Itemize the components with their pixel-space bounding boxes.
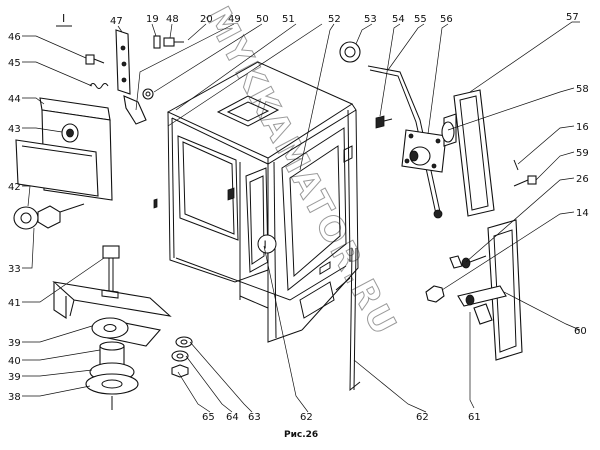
label-64: 64 bbox=[226, 412, 239, 423]
label-42: 42 bbox=[8, 182, 21, 193]
watermark: MYKKAMATOR.RU bbox=[197, 0, 405, 343]
bolt-54 bbox=[375, 115, 393, 129]
label-40: 40 bbox=[8, 356, 21, 367]
nut-14 bbox=[425, 285, 445, 303]
label-45: 45 bbox=[8, 58, 21, 69]
label-20: 20 bbox=[200, 14, 213, 25]
hinge-47 bbox=[115, 29, 147, 125]
callout-letter: I bbox=[264, 239, 267, 252]
label-48: 48 bbox=[166, 14, 179, 25]
label-53: 53 bbox=[364, 14, 377, 25]
label-46: 46 bbox=[8, 32, 21, 43]
label-56: 56 bbox=[440, 14, 453, 25]
watermark-text: MYKKAMATOR.RU bbox=[197, 0, 404, 342]
label-38: 38 bbox=[8, 392, 21, 403]
label-47: 47 bbox=[110, 16, 123, 27]
flange-56 bbox=[401, 129, 447, 173]
label-51: 51 bbox=[282, 14, 295, 25]
label-54: 54 bbox=[392, 14, 405, 25]
label-62-right: 62 bbox=[416, 412, 429, 423]
pin-16 bbox=[513, 159, 519, 171]
label-65: 65 bbox=[202, 412, 215, 423]
label-44: 44 bbox=[8, 94, 21, 105]
label-58: 58 bbox=[576, 84, 589, 95]
bolt-26 bbox=[449, 255, 487, 269]
leader-lines bbox=[22, 21, 581, 413]
view-callout: I bbox=[257, 234, 277, 254]
label-43: 43 bbox=[8, 124, 21, 135]
label-41: 41 bbox=[8, 298, 21, 309]
spring-45 bbox=[89, 83, 109, 89]
nut-20 bbox=[142, 88, 154, 100]
bolt-59 bbox=[513, 175, 537, 187]
view-marker-text: I bbox=[62, 12, 65, 25]
label-62-center: 62 bbox=[300, 412, 313, 423]
bolt-46 bbox=[85, 54, 105, 65]
figure-caption: Рис.26 bbox=[284, 430, 318, 440]
label-57: 57 bbox=[566, 12, 579, 23]
label-50: 50 bbox=[256, 14, 269, 25]
part-labels: 46 45 44 43 42 33 41 39 40 39 38 47 19 4… bbox=[8, 12, 589, 423]
washers-63-65 bbox=[171, 336, 193, 378]
label-39-lower: 39 bbox=[8, 372, 21, 383]
rod-62 bbox=[335, 247, 361, 392]
knob-43 bbox=[61, 123, 79, 143]
label-16: 16 bbox=[576, 122, 589, 133]
label-63: 63 bbox=[248, 412, 261, 423]
label-61: 61 bbox=[468, 412, 481, 423]
handwheel-42 bbox=[13, 203, 85, 230]
label-60: 60 bbox=[574, 326, 587, 337]
latch-60 bbox=[457, 285, 507, 325]
label-19: 19 bbox=[146, 14, 159, 25]
mount-assembly bbox=[52, 245, 172, 410]
label-55: 55 bbox=[414, 14, 427, 25]
bolts-19-48 bbox=[153, 35, 184, 49]
label-59: 59 bbox=[576, 148, 589, 159]
cab-body bbox=[153, 61, 359, 343]
label-39-upper: 39 bbox=[8, 338, 21, 349]
label-14: 14 bbox=[576, 208, 589, 219]
label-52: 52 bbox=[328, 14, 341, 25]
label-26: 26 bbox=[576, 174, 589, 185]
label-33: 33 bbox=[8, 264, 21, 275]
knob-53 bbox=[339, 41, 361, 63]
panel-44 bbox=[15, 97, 113, 201]
view-marker: I bbox=[56, 12, 72, 27]
label-49: 49 bbox=[228, 14, 241, 25]
column-57 bbox=[441, 89, 495, 217]
